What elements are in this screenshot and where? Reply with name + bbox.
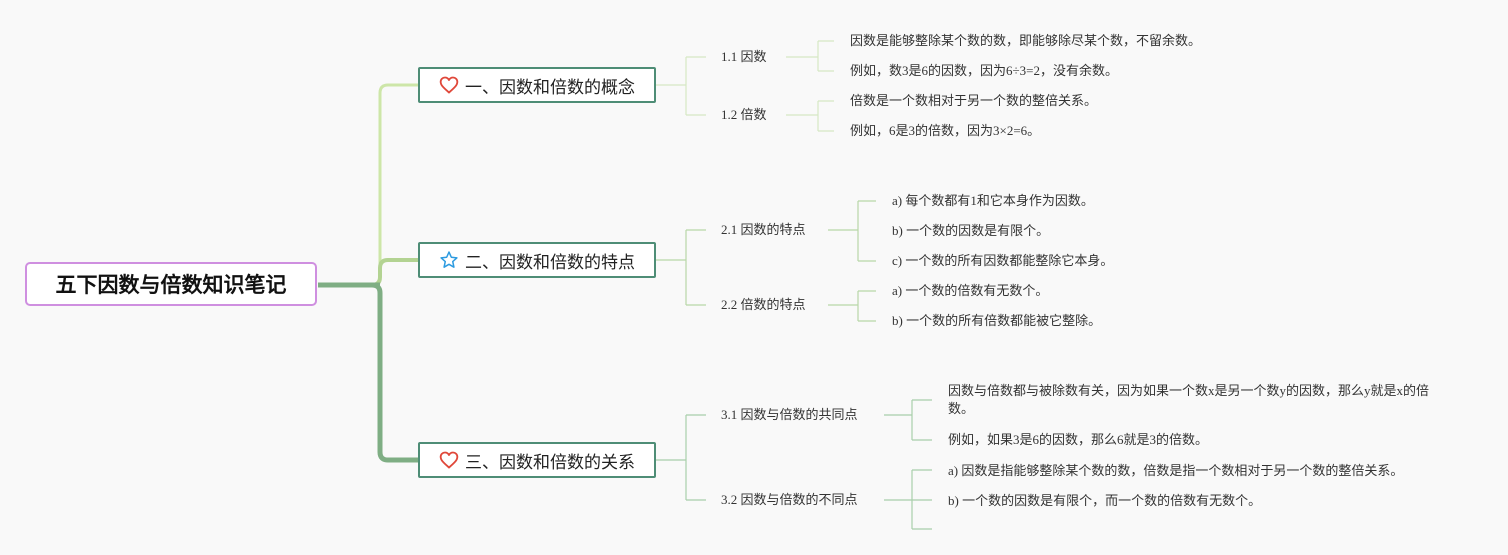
leaf-3-2-b[interactable]: b) 一个数的因数是有限个，而一个数的倍数有无数个。 (948, 493, 1262, 508)
leaf-3-1-b[interactable]: 例如，如果3是6的因数，那么6就是3的倍数。 (948, 432, 1209, 447)
leaf-1-2-a[interactable]: 倍数是一个数相对于另一个数的整倍关系。 (850, 93, 1098, 108)
leaf-1-2-b[interactable]: 例如，6是3的倍数，因为3×2=6。 (850, 123, 1041, 138)
root-node[interactable]: 五下因数与倍数知识笔记 (25, 262, 317, 306)
heart-icon (439, 450, 459, 470)
section-title: 一、因数和倍数的概念 (465, 77, 635, 98)
subtopic-1-2[interactable]: 1.2 倍数 (721, 107, 767, 122)
subtopic-2-2[interactable]: 2.2 倍数的特点 (721, 297, 806, 312)
subtopic-3-1[interactable]: 3.1 因数与倍数的共同点 (721, 407, 858, 422)
section-relationship[interactable]: 三、因数和倍数的关系 (418, 442, 656, 478)
leaf-2-2-b[interactable]: b) 一个数的所有倍数都能被它整除。 (892, 313, 1102, 328)
connector-sub32 (884, 469, 932, 530)
connector-root-sec1 (318, 83, 418, 287)
section-title: 二、因数和倍数的特点 (465, 252, 635, 273)
connector-root-sec2 (318, 258, 418, 287)
leaf-2-1-a[interactable]: a) 每个数都有1和它本身作为因数。 (892, 193, 1094, 208)
connector-root-sec3 (318, 282, 418, 463)
leaf-2-1-b[interactable]: b) 一个数的因数是有限个。 (892, 223, 1050, 238)
root-title: 五下因数与倍数知识笔记 (55, 273, 287, 297)
section-properties[interactable]: 二、因数和倍数的特点 (418, 242, 656, 278)
leaf-3-2-a[interactable]: a) 因数是指能够整除某个数的数，倍数是指一个数相对于另一个数的整倍关系。 (948, 463, 1404, 478)
connector-sub22 (828, 290, 876, 322)
connector-sub21 (828, 200, 876, 262)
connector-sub11 (786, 40, 834, 72)
leaf-2-2-a[interactable]: a) 一个数的倍数有无数个。 (892, 283, 1049, 298)
star-icon (439, 250, 459, 270)
connector-sec1-subs (656, 56, 706, 116)
subtopic-3-2[interactable]: 3.2 因数与倍数的不同点 (721, 492, 858, 507)
subtopic-1-1[interactable]: 1.1 因数 (721, 49, 767, 64)
leaf-1-1-a[interactable]: 因数是能够整除某个数的数，即能够除尽某个数，不留余数。 (850, 33, 1202, 48)
subtopic-2-1[interactable]: 2.1 因数的特点 (721, 222, 806, 237)
section-title: 三、因数和倍数的关系 (465, 452, 635, 473)
connector-sec2-subs (656, 229, 706, 306)
connector-sec3-subs (656, 414, 706, 501)
heart-icon (439, 75, 459, 95)
leaf-1-1-b[interactable]: 例如，数3是6的因数，因为6÷3=2，没有余数。 (850, 63, 1118, 78)
leaf-3-1-a[interactable]: 因数与倍数都与被除数有关，因为如果一个数x是另一个数y的因数，那么y就是x的倍数… (948, 383, 1430, 416)
leaf-2-1-c[interactable]: c) 一个数的所有因数都能整除它本身。 (892, 253, 1114, 268)
section-concepts[interactable]: 一、因数和倍数的概念 (418, 67, 656, 103)
connector-sub31 (884, 399, 932, 441)
connector-sub12 (786, 100, 834, 132)
